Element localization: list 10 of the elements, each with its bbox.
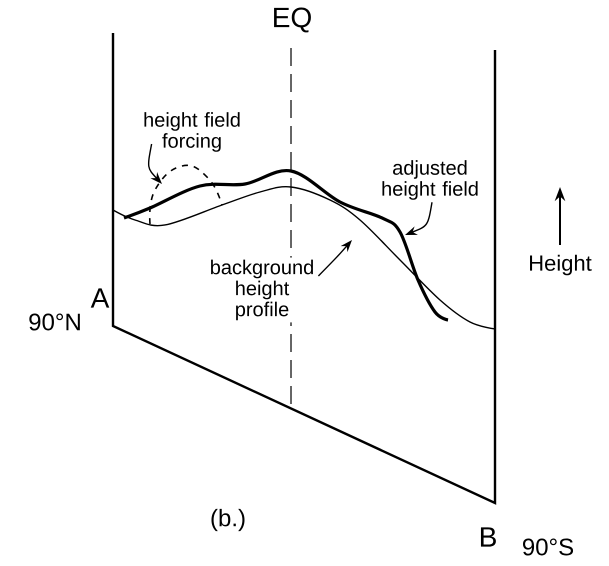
- annotation-text: height field forcing: [140, 110, 244, 154]
- latitude-label: 90°S: [522, 538, 574, 556]
- axis-label: EQ: [274, 8, 311, 32]
- panel-label: (b.): [211, 508, 244, 532]
- latitude-label: 90°N: [29, 314, 80, 330]
- point-label: B: [480, 527, 496, 547]
- axis-label: Height: [530, 254, 592, 276]
- annotation-text: background height profile: [206, 258, 318, 322]
- annotation-text: adjusted height field: [378, 158, 482, 202]
- point-label: A: [90, 288, 110, 308]
